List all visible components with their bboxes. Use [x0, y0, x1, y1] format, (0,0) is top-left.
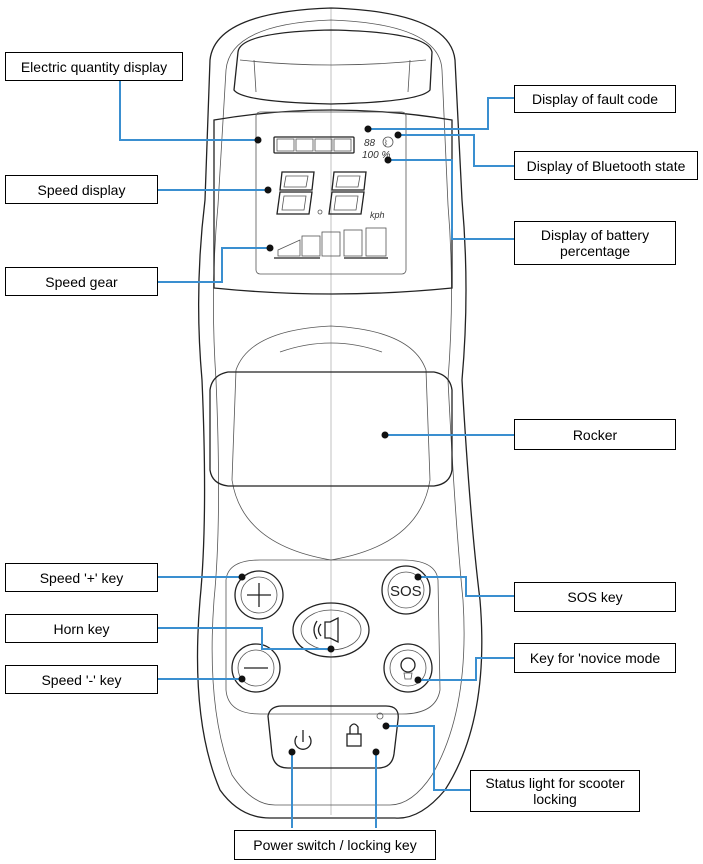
lcd-screen: [255, 111, 407, 275]
button-cluster-outline: [225, 559, 441, 715]
label-sos-key: SOS key: [514, 582, 676, 612]
battery-percent-readout: 100 %: [362, 150, 390, 161]
rocker-housing: [231, 325, 431, 561]
label-battery-percentage: Display of battery percentage: [514, 221, 676, 265]
label-power-switch: Power switch / locking key: [234, 830, 436, 860]
speed-gear-bars: [274, 227, 388, 259]
sos-button[interactable]: SOS: [381, 565, 431, 615]
leader-lines: [119, 80, 514, 828]
label-fault-code: Display of fault code: [514, 85, 676, 113]
svg-text:ᛒ: ᛒ: [384, 139, 388, 147]
rocker-dome: [279, 342, 383, 353]
bluetooth-icon: [382, 136, 394, 148]
speed-digits: [276, 171, 367, 215]
power-lock-panel: [267, 705, 399, 769]
label-status-light: Status light for scooter locking: [470, 770, 640, 812]
controller-body-outline: [196, 7, 483, 819]
rocker[interactable]: [209, 371, 453, 487]
novice-mode-button[interactable]: [383, 643, 433, 693]
label-speed-plus-key: Speed '+' key: [5, 563, 158, 592]
speed-minus-button[interactable]: [231, 643, 281, 693]
speed-plus-button[interactable]: [234, 570, 284, 620]
label-bluetooth-state: Display of Bluetooth state: [514, 151, 698, 180]
sos-button-text: SOS: [390, 583, 422, 600]
label-speed-minus-key: Speed '-' key: [5, 665, 158, 694]
label-speed-gear: Speed gear: [5, 267, 158, 296]
label-horn-key: Horn key: [5, 614, 158, 643]
leader-dots: [238, 125, 422, 756]
fault-code-readout: 88: [364, 138, 376, 149]
lock-icon: [346, 733, 362, 747]
battery-bar: [273, 136, 355, 154]
lcd-housing: [213, 109, 453, 295]
label-rocker: Rocker: [514, 419, 676, 450]
label-speed-display: Speed display: [5, 175, 158, 204]
top-cup: [233, 29, 433, 105]
power-icon: [294, 730, 312, 750]
lock-button[interactable]: [346, 723, 362, 747]
power-button[interactable]: [294, 730, 312, 750]
horn-icon: [313, 616, 339, 644]
label-novice-mode-key: Key for 'novice mode: [514, 643, 676, 673]
label-electric-quantity-display: Electric quantity display: [5, 52, 183, 81]
speed-unit-label: kph: [370, 210, 385, 220]
novice-mode-icon: [400, 657, 416, 673]
status-light: [376, 712, 384, 720]
top-cup-inner: [239, 59, 427, 93]
body-inner-outline: [211, 19, 465, 806]
